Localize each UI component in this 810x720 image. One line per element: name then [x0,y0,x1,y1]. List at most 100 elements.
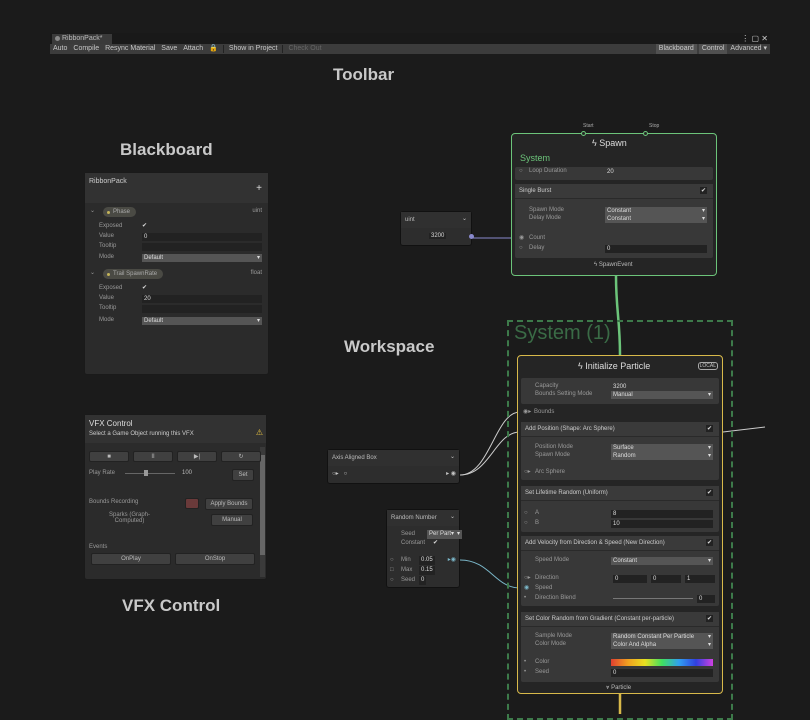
start-port[interactable] [581,131,586,136]
lightning-icon: ϟ [594,262,598,268]
loop-duration-field[interactable]: 20 [607,169,614,175]
init-title: Initialize Particle [585,361,651,371]
output-port[interactable]: ▸ ◉ [446,471,456,477]
max-field[interactable]: 0.15 [419,566,435,575]
seed-value-field[interactable]: 0 [419,576,427,585]
seed-field[interactable]: 0 [611,669,713,677]
advanced-dropdown[interactable]: Advanced ▾ [730,45,767,52]
pause-button[interactable]: II [133,451,173,462]
chevron-down-icon: ⌄ [90,208,96,214]
sample-mode-dropdown[interactable]: Random Constant Per Particle [611,633,713,641]
stop-port[interactable] [643,131,648,136]
block-enabled-checkbox[interactable]: ✔ [699,187,707,194]
apply-bounds-button[interactable]: Apply Bounds [205,498,253,510]
bounds-label: Bounds [534,409,555,415]
direction-blend-slider[interactable] [613,598,693,599]
block-enabled-checkbox[interactable]: ✔ [705,539,713,546]
resync-material-button[interactable]: Resync Material [105,45,156,52]
output-port[interactable]: ▸◉ [447,557,456,563]
warning-icon: ⚠ [255,428,263,437]
add-property-button[interactable]: + [256,183,262,194]
block-enabled-checkbox[interactable]: ✔ [705,489,713,496]
block-enabled-checkbox[interactable]: ✔ [705,425,713,432]
onplay-button[interactable]: OnPlay [91,553,171,565]
color-mode-dropdown[interactable]: Color And Alpha [611,641,713,649]
spawn-context[interactable]: Start Stop ϟ Spawn System ○Loop Duration… [511,123,717,276]
direction-z-field[interactable]: 1 [685,575,715,583]
uint-value-field[interactable]: 3200 [429,233,447,239]
uint-node-title: uint [401,212,471,228]
spawn-event-output: SpawnEvent [598,262,633,268]
spawn-mode-dropdown[interactable]: Random [611,452,713,460]
compile-button[interactable]: Compile [73,45,100,52]
spawn-mode-dropdown[interactable]: Constant [605,207,707,215]
mode-dropdown[interactable]: Default [142,254,262,262]
axis-aligned-box-node[interactable]: Axis Aligned Box ⌄ ○▸ ○ ▸ ◉ [327,449,460,484]
set-button[interactable]: Set [232,469,254,481]
b-label: B [535,520,540,526]
scrollbar-thumb[interactable] [260,455,265,555]
direction-blend-label: Direction Blend [535,595,576,601]
save-button[interactable]: Save [161,45,178,52]
capacity-field[interactable]: 3200 [613,384,627,390]
seed-label: Seed [535,669,550,675]
a-field[interactable]: 8 [611,510,713,518]
value-field[interactable]: 20 [142,295,262,303]
play-rate-slider-handle[interactable] [144,470,148,476]
manual-dropdown[interactable]: Manual [211,514,253,526]
chevron-down-icon: ⌄ [449,454,455,460]
auto-toggle[interactable]: Auto [53,45,68,52]
lock-icon[interactable]: 🔒 [209,45,218,52]
show-in-project-button[interactable]: Show in Project [228,45,278,52]
block-enabled-checkbox[interactable]: ✔ [705,615,713,622]
property-name[interactable]: Phase [103,207,137,217]
exposed-checkbox[interactable]: ✔ [142,223,148,229]
check-out-button[interactable]: Check Out [288,45,322,52]
control-toggle[interactable]: Control [698,44,728,54]
tooltip-field[interactable] [142,305,262,313]
scrollbar[interactable] [260,447,265,577]
constant-checkbox[interactable]: ✔ [433,540,439,546]
record-bounds-button[interactable] [185,498,199,509]
attach-button[interactable]: Attach [183,45,204,52]
direction-x-field[interactable]: 0 [613,575,647,583]
direction-y-field[interactable]: 0 [651,575,681,583]
b-field[interactable]: 10 [611,520,713,528]
position-mode-dropdown[interactable]: Surface [611,444,713,452]
mode-dropdown[interactable]: Default [142,317,262,325]
gradient-field[interactable] [611,659,713,666]
step-button[interactable]: ▶| [177,451,217,462]
value-field[interactable]: 0 [142,233,262,241]
port-icon: ◉ [524,585,530,591]
blackboard-title: RibbonPack [89,178,127,185]
play-rate-slider[interactable] [125,473,175,474]
port-icon: • [524,595,527,601]
speed-mode-dropdown[interactable]: Constant [611,557,713,565]
property-name[interactable]: Trail SpawnRate [103,269,164,279]
direction-blend-field[interactable]: 0 [697,595,715,603]
seed-dropdown[interactable]: Per Part▾ [427,530,463,539]
uint-node[interactable]: uint ⌄ 3200 [400,211,474,246]
exposed-checkbox[interactable]: ✔ [142,285,148,291]
vfx-control-panel: VFX Control Select a Game Object running… [84,414,267,580]
onstop-button[interactable]: OnStop [175,553,255,565]
min-field[interactable]: 0.05 [419,556,435,565]
tooltip-field[interactable] [142,243,262,251]
window-controls[interactable]: ⋮ ▢ ✕ [741,34,768,43]
a-label: A [535,510,540,516]
delay-mode-dropdown[interactable]: Constant [605,215,707,223]
blackboard-header: RibbonPack + [85,173,268,203]
delay-field[interactable]: 0 [605,245,707,253]
tab-ribbonpack[interactable]: RibbonPack* [52,34,112,44]
bounds-mode-dropdown[interactable]: Manual [611,391,713,399]
blackboard-toggle[interactable]: Blackboard [655,44,697,54]
stop-button[interactable]: ■ [89,451,129,462]
output-port[interactable] [469,234,474,239]
restart-button[interactable]: ↻ [221,451,261,462]
blackboard-label: Blackboard [120,140,213,159]
